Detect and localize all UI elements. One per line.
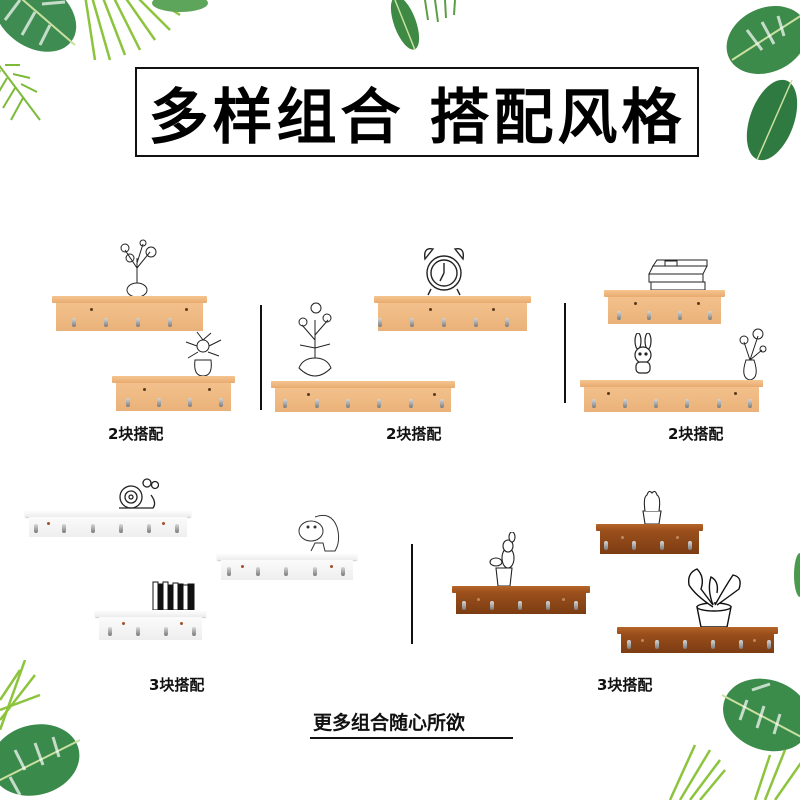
leaf-icon bbox=[794, 553, 800, 597]
white-shelf bbox=[95, 610, 206, 640]
bunny-icon bbox=[634, 333, 652, 374]
snail-icon bbox=[119, 478, 159, 509]
cactus-icon bbox=[489, 532, 516, 587]
books-icon bbox=[152, 581, 195, 611]
monstera-leaf-icon bbox=[0, 724, 81, 796]
wood-shelf bbox=[374, 296, 531, 331]
fern-leaf-icon bbox=[0, 64, 41, 121]
palm-leaf-icon bbox=[0, 660, 41, 730]
combo-caption: 3块搭配 bbox=[149, 676, 205, 694]
palm-leaf-icon bbox=[84, 0, 181, 61]
flower-vase-icon bbox=[120, 239, 157, 298]
title-banner: 多样组合 搭配风格 bbox=[135, 67, 699, 157]
wood-shelf bbox=[580, 380, 763, 412]
potted-plant-icon bbox=[687, 568, 741, 628]
white-shelf bbox=[217, 553, 357, 580]
lotus-vase-icon bbox=[298, 302, 332, 377]
cactus-icon bbox=[642, 490, 662, 525]
palm-leaf-icon bbox=[668, 744, 800, 800]
combo-caption: 2块搭配 bbox=[386, 425, 442, 443]
monstera-leaf-icon bbox=[721, 678, 800, 752]
book-stack-icon bbox=[648, 259, 708, 291]
wood-shelf bbox=[271, 381, 455, 412]
alarm-clock-icon bbox=[423, 248, 465, 296]
page-title: 多样组合 搭配风格 bbox=[148, 82, 686, 153]
combo-caption: 3块搭配 bbox=[597, 676, 653, 694]
divider bbox=[411, 544, 413, 644]
wood-shelf bbox=[52, 296, 207, 331]
walnut-shelf bbox=[452, 586, 590, 614]
white-shelf bbox=[25, 510, 191, 537]
flower-vase-icon bbox=[739, 328, 767, 381]
monstera-leaf-icon bbox=[0, 0, 77, 52]
divider bbox=[564, 303, 566, 403]
potted-flower-icon bbox=[185, 331, 222, 377]
hippo-icon bbox=[298, 514, 340, 552]
wood-shelf bbox=[112, 376, 235, 411]
monstera-leaf-icon bbox=[726, 5, 800, 161]
walnut-shelf bbox=[596, 524, 703, 554]
leaf-icon bbox=[152, 0, 208, 12]
leaf-icon bbox=[390, 0, 420, 51]
walnut-shelf bbox=[617, 627, 778, 653]
footer-underline bbox=[310, 737, 513, 739]
combo-caption: 2块搭配 bbox=[668, 425, 724, 443]
wood-shelf bbox=[604, 290, 725, 324]
footer-tagline: 更多组合随心所欲 bbox=[313, 712, 466, 734]
palm-leaf-icon bbox=[424, 0, 456, 23]
divider bbox=[260, 305, 262, 410]
combo-caption: 2块搭配 bbox=[108, 425, 164, 443]
